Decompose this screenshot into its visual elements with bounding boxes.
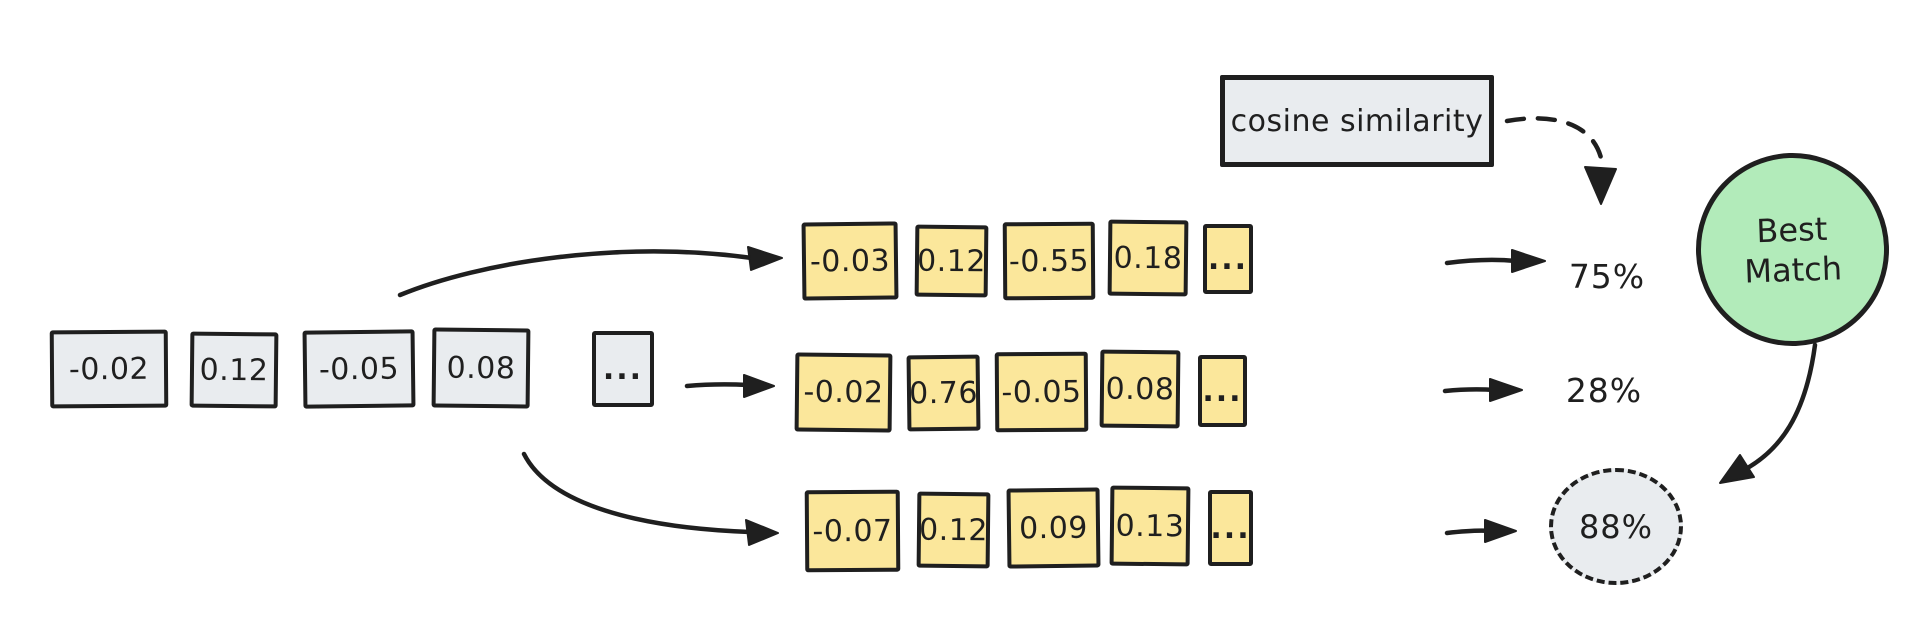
candidate-cell: -0.05	[994, 351, 1089, 433]
candidate-cell: 0.09	[1006, 487, 1101, 569]
cosine-similarity-label: cosine similarity	[1220, 75, 1494, 167]
arrowhead-6	[1484, 519, 1517, 543]
candidate-cell-ellipsis: ...	[1198, 355, 1247, 427]
candidate-cell: 0.18	[1107, 219, 1189, 297]
query-cell: -0.05	[302, 329, 416, 409]
arrow-query-to-candidate-3	[521, 451, 753, 535]
arrowhead-3	[745, 519, 779, 546]
candidate-cell: 0.76	[906, 354, 981, 432]
query-cell: 0.12	[189, 331, 279, 409]
best-match-circle: Best Match	[1692, 149, 1893, 350]
arrow-query-to-candidate-1	[397, 249, 755, 298]
similarity-score-1: 75%	[1568, 257, 1646, 296]
candidate-cell: -0.07	[804, 489, 901, 573]
best-match-line2: Match	[1743, 248, 1843, 291]
arrowhead-1	[747, 246, 783, 271]
candidate-cell: -0.55	[1002, 221, 1096, 301]
best-match-line1: Best	[1755, 209, 1828, 250]
arrowhead-dashed-down	[1584, 166, 1617, 205]
arrow-candidate-3-to-score	[1444, 528, 1494, 536]
arrow-bestmatch-to-score	[1735, 342, 1818, 476]
arrowhead-2	[743, 374, 775, 398]
cosine-similarity-text: cosine similarity	[1230, 103, 1484, 139]
arrow-candidate-1-to-score	[1444, 257, 1519, 266]
candidate-cell: -0.03	[801, 221, 899, 301]
candidate-cell: 0.12	[914, 224, 989, 298]
arrowhead-5	[1489, 378, 1523, 402]
arrow-query-to-candidate-2	[684, 382, 751, 389]
arrow-candidate-2-to-score	[1442, 387, 1498, 394]
arrow-label-dashed	[1504, 116, 1605, 165]
query-cell-ellipsis: ...	[592, 331, 654, 407]
query-cell: 0.08	[431, 327, 531, 409]
arrowhead-bestmatch	[1719, 454, 1755, 484]
candidate-cell: 0.08	[1099, 349, 1181, 429]
similarity-score-3: 88%	[1578, 507, 1654, 546]
candidate-cell: 0.13	[1109, 485, 1191, 567]
candidate-cell-ellipsis: ...	[1203, 224, 1253, 294]
arrowhead-4	[1511, 249, 1546, 273]
similarity-score-2: 28%	[1565, 371, 1643, 410]
query-cell: -0.02	[49, 329, 169, 409]
best-score-circle: 88%	[1549, 468, 1683, 585]
candidate-cell: 0.12	[916, 491, 991, 569]
candidate-cell-ellipsis: ...	[1208, 490, 1253, 566]
candidate-cell: -0.02	[794, 352, 893, 433]
